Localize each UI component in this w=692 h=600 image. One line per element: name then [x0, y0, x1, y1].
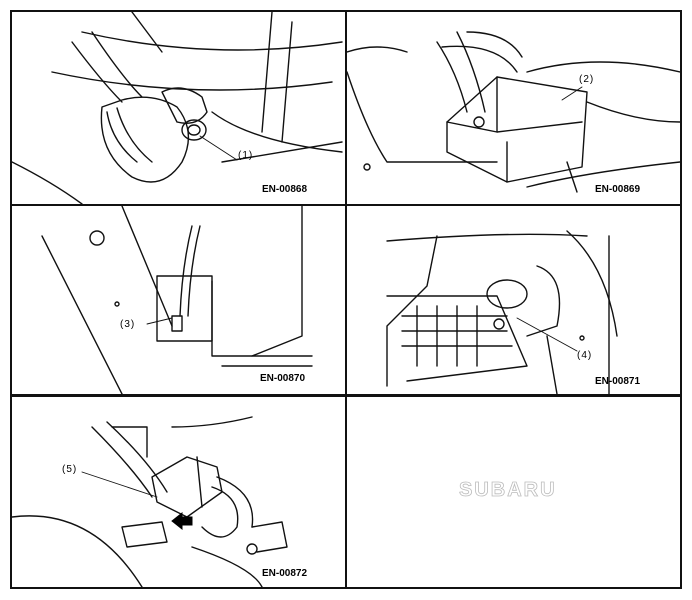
figure-code: EN-00871 [595, 376, 641, 387]
figure-panel-3: (3) EN-00870 [10, 204, 347, 396]
callout-label: (3) [120, 319, 136, 330]
figure-code: EN-00869 [595, 184, 641, 195]
connector-illustration [12, 416, 288, 587]
callout-label: (4) [577, 350, 593, 361]
figure-panel-6: SUBARU [345, 395, 682, 589]
figure-panel-1: (1) EN-00868 [10, 10, 347, 206]
black-arrow-icon [171, 511, 193, 531]
callout-label: (1) [238, 150, 254, 161]
canister-illustration [347, 31, 680, 193]
figure-code: EN-00870 [260, 373, 306, 384]
figure-panel-5: (5) EN-00872 [10, 395, 347, 589]
subaru-logo: SUBARU [459, 479, 557, 502]
figure-code: EN-00868 [262, 184, 308, 195]
figure-panel-4: (4) EN-00871 [345, 204, 682, 396]
callout-label: (5) [62, 464, 78, 475]
fuel-hose-illustration [12, 12, 343, 204]
callout-label: (2) [579, 74, 595, 85]
figure-code: EN-00872 [262, 568, 308, 579]
bracket-illustration [41, 206, 313, 394]
filter-assembly-illustration [386, 230, 618, 394]
figure-panel-2: (2) EN-00869 [345, 10, 682, 206]
